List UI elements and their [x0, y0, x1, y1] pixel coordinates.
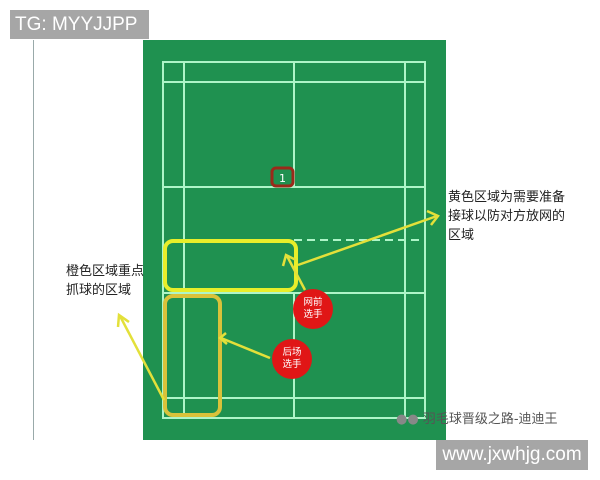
orange-zone-note: 橙色区域重点抓球的区域 [66, 264, 145, 298]
url-label: www.jxwhjg.com [436, 440, 588, 470]
front-player-label: 网前选手 [303, 297, 323, 320]
marker-number: 1 [279, 172, 286, 185]
divider-line [33, 40, 34, 440]
orange-zone [163, 294, 222, 417]
yellow-zone-note: 黄色区域为需要准备接球以防对方放网的区域 [448, 190, 566, 243]
front-player-badge: 网前选手 [293, 289, 333, 329]
back-player-badge: 后场选手 [272, 339, 312, 379]
arrows [116, 209, 440, 401]
corner-label: TG: MYYJJPP [10, 10, 149, 39]
watermark-text: 羽毛球晋级之路-迪迪王 [422, 412, 558, 427]
back-player-label: 后场选手 [282, 347, 302, 370]
marker-1: 1 [270, 166, 295, 188]
yellow-zone [163, 239, 298, 292]
wechat-icon: ●● [396, 412, 419, 427]
watermark: ●● 羽毛球晋级之路-迪迪王 [396, 408, 558, 427]
